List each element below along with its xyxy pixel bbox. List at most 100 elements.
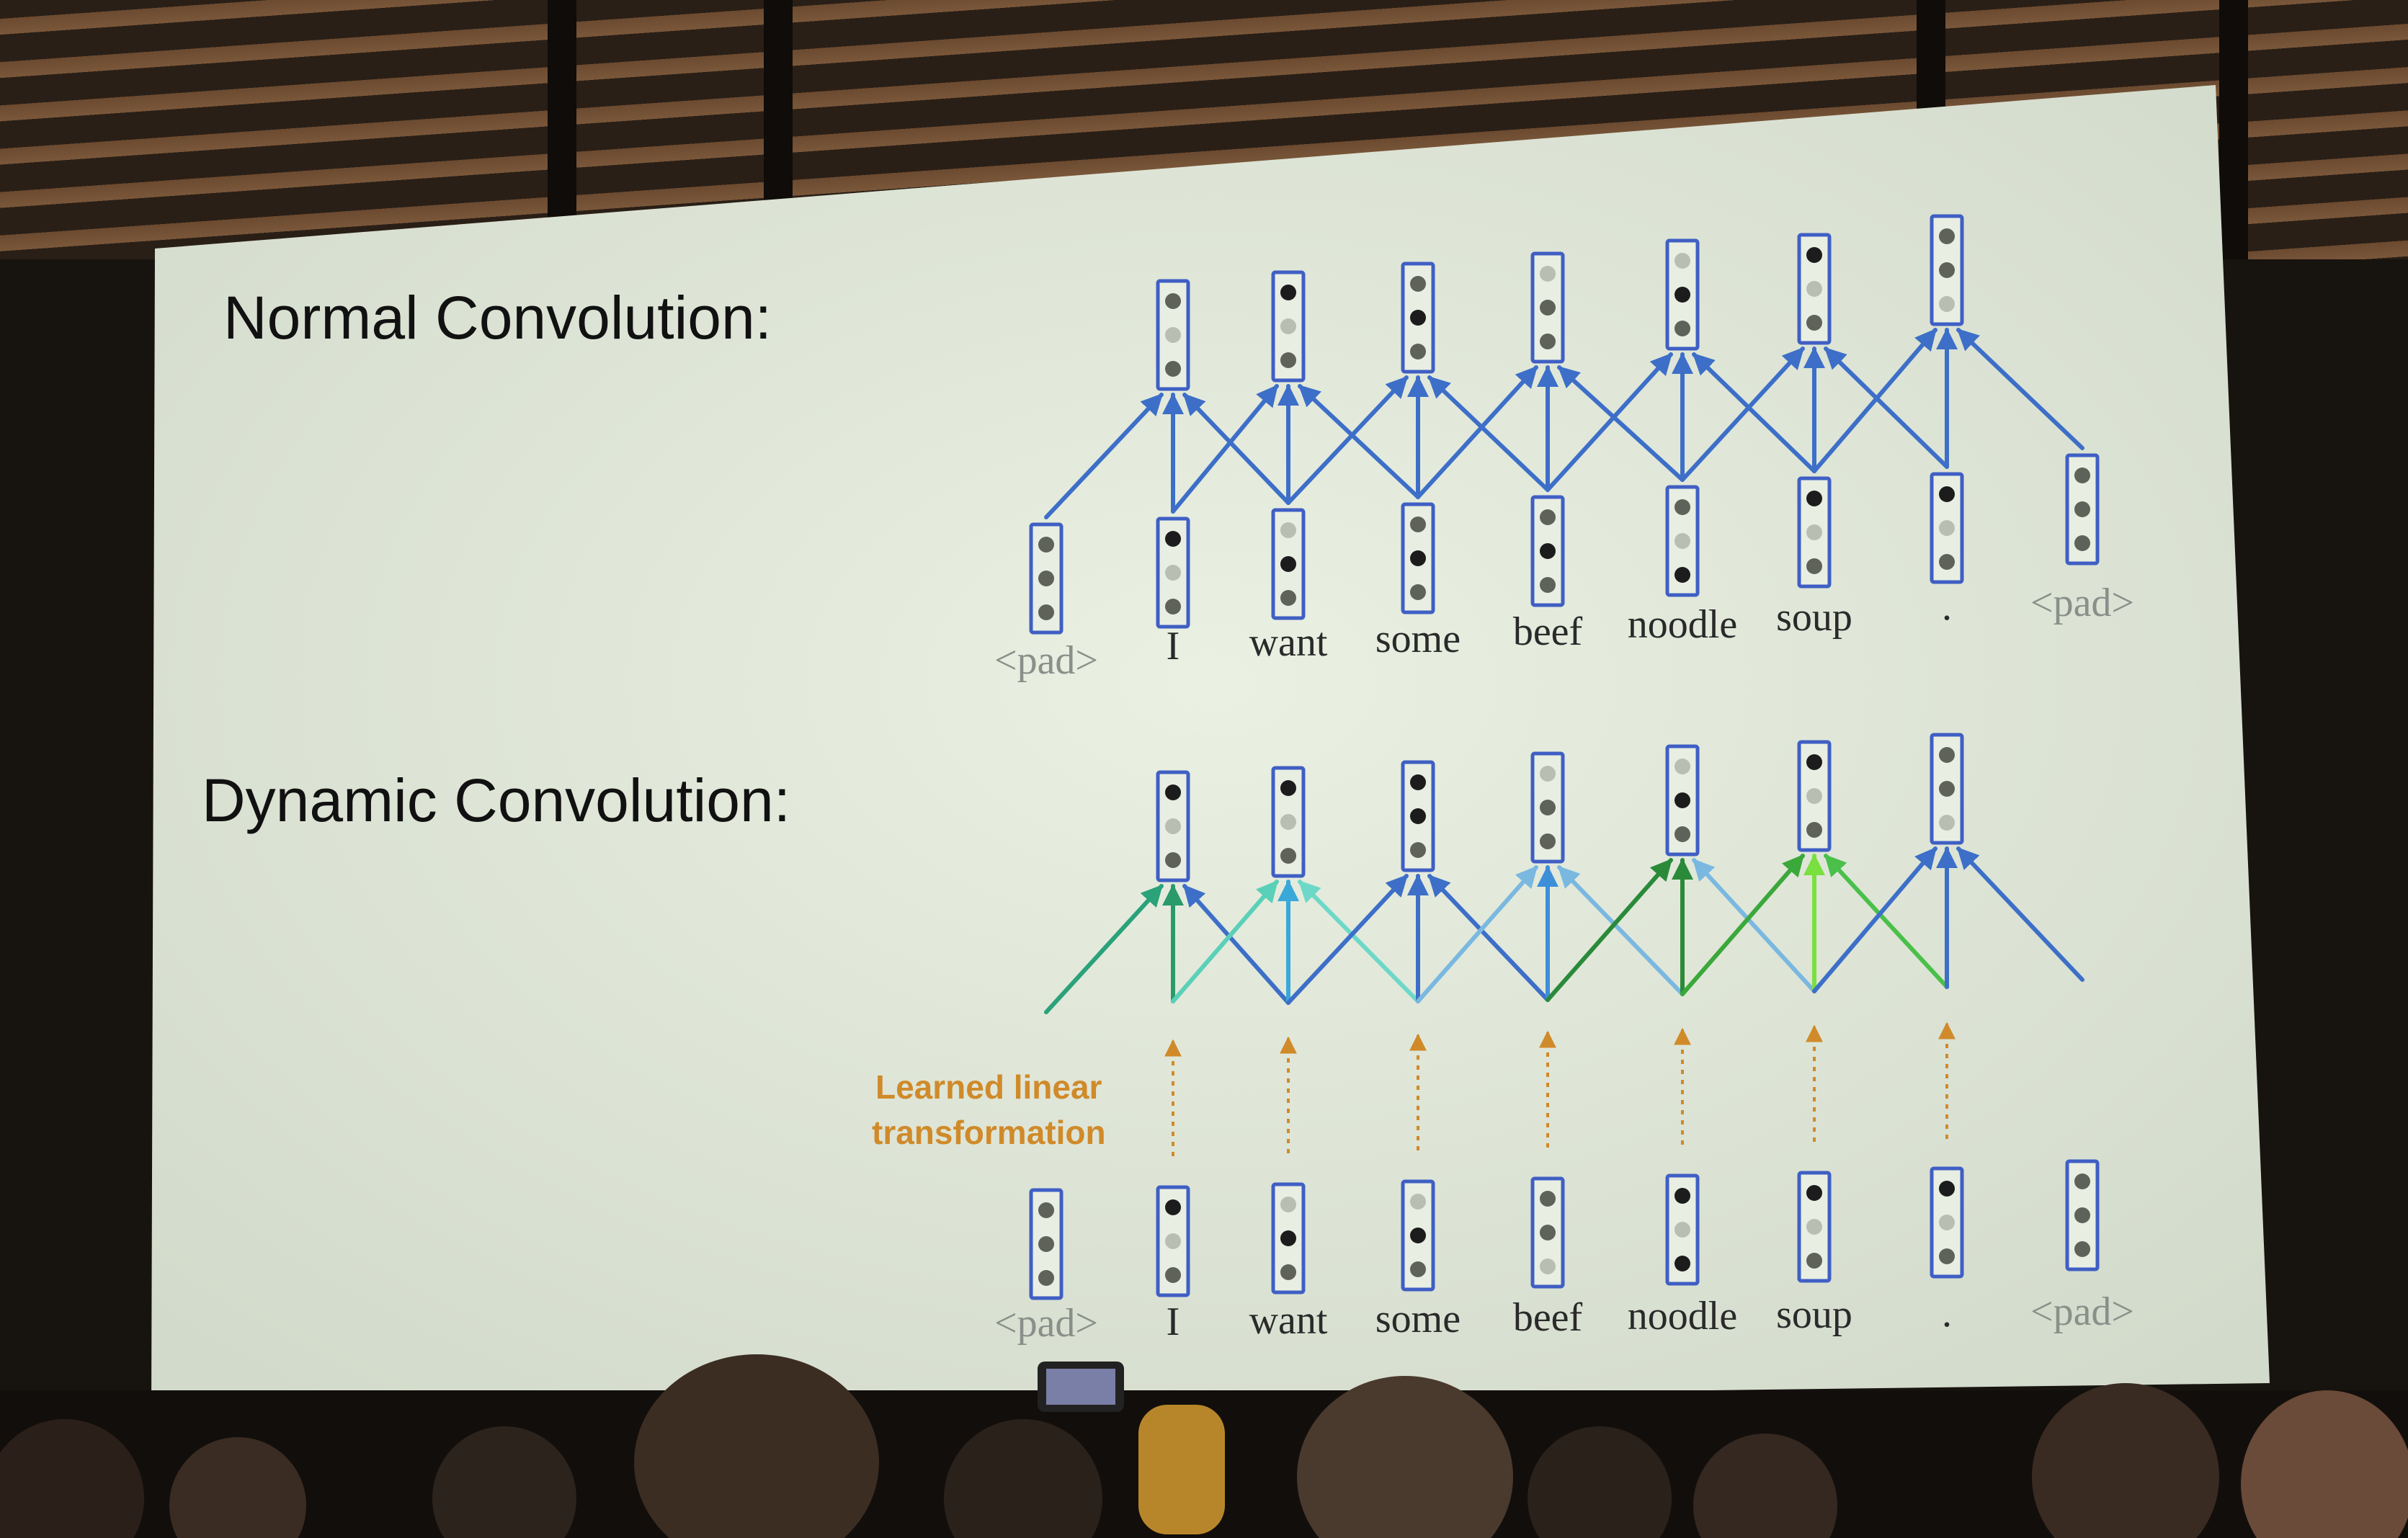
vector-dot: [1540, 833, 1556, 849]
conv-arrow: [1680, 347, 1805, 482]
normal-input-vector: [1930, 472, 1964, 584]
vector-dot: [1165, 1233, 1181, 1249]
token-label: <pad>: [2030, 581, 2134, 625]
vector-dot: [1939, 520, 1955, 536]
vector-dot: [1280, 352, 1296, 368]
conv-arrow: [1044, 393, 1164, 519]
dynamic-output-vectors: [1156, 733, 1964, 882]
vector-dot: [1540, 543, 1556, 559]
conv-arrow: [1427, 874, 1550, 1002]
vector-dot: [1675, 759, 1690, 774]
dynamic-output-vector: [1530, 751, 1565, 864]
conv-arrow: [1812, 846, 1937, 993]
vector-dot: [1165, 599, 1181, 614]
normal-output-vector: [1930, 214, 1964, 326]
vector-dot: [1165, 784, 1181, 800]
vector-dot: [1280, 318, 1296, 334]
token-label: .: [1942, 584, 1952, 629]
dynamic-output-vector: [1930, 733, 1964, 845]
vector-dot: [1806, 1185, 1822, 1201]
vector-dot: [1280, 1197, 1296, 1212]
vector-dot: [1280, 1230, 1296, 1246]
dynamic-output-vector: [1665, 744, 1700, 857]
vector-dot: [1410, 808, 1426, 824]
vector-dot: [2074, 535, 2090, 551]
vector-dot: [1939, 747, 1955, 763]
token-label: some: [1375, 617, 1461, 661]
vector-dot: [1280, 848, 1296, 864]
vector-dot: [1540, 300, 1556, 316]
vector-dot: [1038, 1270, 1054, 1286]
token-label: want: [1249, 620, 1328, 665]
vector-dot: [1280, 522, 1296, 538]
vector-dot: [1939, 781, 1955, 797]
token-label: <pad>: [994, 1301, 1098, 1346]
dynamic-input-vector: [1665, 1173, 1700, 1286]
normal-output-vector: [1401, 261, 1435, 374]
conv-arrow: [1824, 347, 1949, 469]
dynamic-input-vector: [1797, 1171, 1832, 1283]
vector-dot: [1165, 565, 1181, 581]
vector-dot: [1806, 1253, 1822, 1269]
vector-dot: [1540, 509, 1556, 525]
token-label: beef: [1513, 609, 1583, 654]
normal-input-vector: [2065, 453, 2100, 565]
vector-dot: [1410, 584, 1426, 600]
vector-dot: [1806, 558, 1822, 574]
vector-dot: [1806, 491, 1822, 506]
conv-arrow: [1680, 854, 1805, 996]
normal-output-vector: [1797, 233, 1832, 345]
normal-convolution-arrows: [1044, 328, 2084, 519]
vector-dot: [1165, 1267, 1181, 1283]
vector-dot: [1675, 826, 1690, 842]
conv-arrow: [1427, 375, 1550, 492]
conv-arrow: [1171, 880, 1279, 1003]
conv-arrow: [1286, 375, 1409, 505]
normal-input-vector: [1797, 476, 1832, 589]
conv-arrow: [1298, 384, 1420, 499]
token-label: .: [1942, 1291, 1952, 1336]
normal-convolution-title: Normal Convolution:: [223, 284, 772, 352]
vector-dot: [2074, 468, 2090, 483]
vector-dot: [1540, 577, 1556, 593]
token-label: I: [1167, 1300, 1180, 1344]
conv-arrow: [1557, 865, 1685, 996]
dynamic-input-vector: [1530, 1176, 1565, 1289]
vector-dot: [1806, 315, 1822, 331]
normal-input-vector: [1401, 502, 1435, 614]
vector-dot: [1675, 567, 1690, 583]
token-label: noodle: [1628, 1294, 1737, 1338]
ceiling-beam: [2219, 0, 2248, 259]
vector-dot: [1939, 1181, 1955, 1197]
conv-arrow: [1286, 874, 1409, 1005]
conv-arrow: [1557, 365, 1685, 482]
dynamic-input-vector: [1156, 1185, 1190, 1297]
vector-dot: [1165, 531, 1181, 547]
normal-input-vectors: [1029, 453, 2100, 635]
vector-dot: [1540, 766, 1556, 782]
vector-dot: [1540, 1191, 1556, 1207]
dynamic-convolution-arrows: [1044, 846, 2084, 1014]
conv-arrow: [1546, 858, 1673, 1002]
vector-dot: [1939, 815, 1955, 831]
conv-arrow: [1416, 365, 1538, 499]
normal-output-vector: [1530, 251, 1565, 364]
token-label: soup: [1776, 595, 1852, 640]
token-label: want: [1249, 1298, 1328, 1343]
vector-dot: [2074, 1173, 2090, 1189]
normal-input-vector: [1029, 522, 1063, 635]
conv-arrow: [1824, 854, 1949, 989]
vector-dot: [1410, 1228, 1426, 1243]
conv-arrow: [1546, 352, 1673, 492]
dynamic-input-vector: [1271, 1182, 1306, 1295]
token-label: soup: [1776, 1292, 1852, 1337]
normal-output-vector: [1271, 270, 1306, 383]
dynamic-input-vector: [2065, 1159, 2100, 1271]
vector-dot: [1410, 550, 1426, 566]
conv-arrow: [1182, 884, 1290, 1005]
conv-arrow: [1956, 846, 2084, 982]
dynamic-output-vector: [1271, 766, 1306, 878]
